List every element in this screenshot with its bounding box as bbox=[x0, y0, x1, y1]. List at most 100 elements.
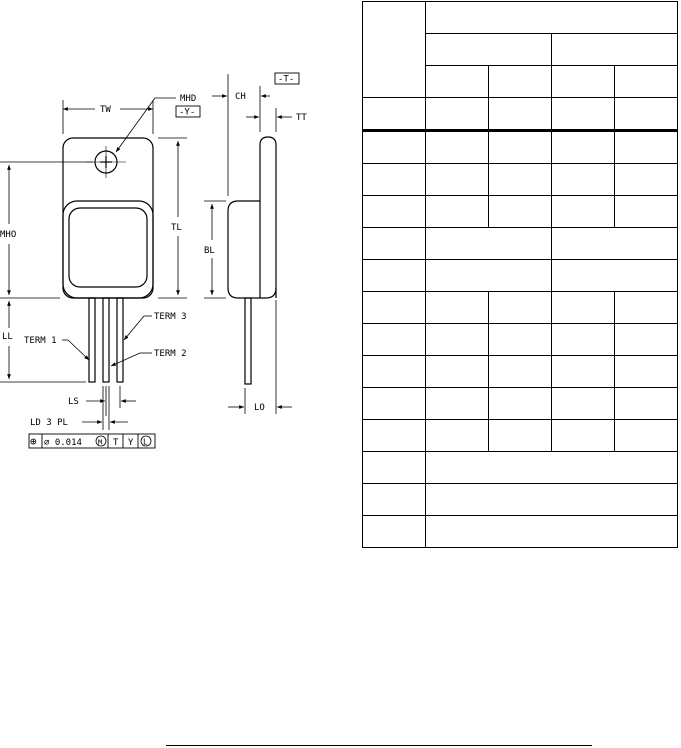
table-cell bbox=[362, 355, 426, 388]
table-cell bbox=[425, 419, 489, 452]
table-cell bbox=[551, 419, 615, 452]
footer-rule bbox=[166, 745, 592, 746]
table-cell bbox=[551, 323, 615, 356]
label-lo: LO bbox=[254, 403, 265, 413]
table-cell bbox=[362, 130, 426, 164]
label-ch: CH bbox=[235, 92, 246, 102]
table-cell bbox=[551, 195, 615, 228]
table-cell bbox=[551, 355, 615, 388]
table-cell bbox=[614, 195, 678, 228]
table-cell bbox=[614, 65, 678, 98]
table-cell bbox=[551, 291, 615, 324]
table-cell bbox=[362, 195, 426, 228]
table-cell bbox=[488, 419, 552, 452]
label-tt: TT bbox=[296, 113, 307, 123]
label-term3: TERM 3 bbox=[154, 312, 187, 322]
table-row bbox=[362, 1, 678, 98]
label-term1: TERM 1 bbox=[24, 336, 57, 346]
fcf-tolerance: ⌀ 0.014 bbox=[44, 438, 82, 448]
side-body bbox=[227, 200, 277, 299]
table-cell bbox=[425, 227, 552, 260]
table-cell bbox=[551, 97, 615, 132]
table-row bbox=[362, 195, 678, 228]
table-cell bbox=[614, 97, 678, 132]
table-cell bbox=[425, 451, 678, 484]
table-row bbox=[362, 355, 678, 388]
table-cell bbox=[425, 65, 489, 98]
table-cell bbox=[362, 419, 426, 452]
table-cell bbox=[362, 227, 426, 260]
label-tl: TL bbox=[171, 223, 182, 233]
table-row bbox=[362, 515, 678, 548]
table-cell bbox=[362, 515, 426, 548]
leads bbox=[88, 297, 124, 383]
table-row bbox=[362, 227, 678, 260]
label-bl: BL bbox=[204, 246, 215, 256]
table-cell bbox=[488, 323, 552, 356]
table-cell bbox=[362, 323, 426, 356]
table-cell bbox=[425, 1, 678, 34]
table-row bbox=[362, 259, 678, 292]
table-cell bbox=[362, 259, 426, 292]
label-mhd: MHD bbox=[180, 94, 196, 104]
table-cell bbox=[488, 387, 552, 420]
datum-y-box bbox=[175, 105, 201, 118]
datum-t-box bbox=[274, 72, 300, 85]
table-cell bbox=[551, 130, 615, 164]
table-cell bbox=[488, 195, 552, 228]
table-cell bbox=[425, 483, 678, 516]
table-cell bbox=[614, 163, 678, 196]
table-cell bbox=[425, 97, 489, 132]
table-row bbox=[363, 65, 678, 98]
table-cell bbox=[551, 259, 678, 292]
table-cell bbox=[614, 130, 678, 164]
table-cell bbox=[425, 163, 489, 196]
table-cell bbox=[488, 65, 552, 98]
table-cell bbox=[425, 515, 678, 548]
table-cell bbox=[362, 1, 426, 98]
table-cell bbox=[614, 355, 678, 388]
dimension-table bbox=[362, 1, 678, 548]
feature-control-frame: ⊕ ⌀ 0.014 M T Y L bbox=[28, 433, 156, 449]
table-cell bbox=[425, 259, 552, 292]
table-row bbox=[362, 97, 678, 132]
table-cell bbox=[488, 291, 552, 324]
fcf-modifier: M bbox=[98, 439, 102, 447]
body-outer bbox=[62, 200, 154, 299]
table-cell bbox=[614, 387, 678, 420]
table-cell bbox=[551, 33, 678, 66]
table-cell bbox=[614, 419, 678, 452]
fcf-datum-2: Y bbox=[128, 438, 134, 448]
table-cell bbox=[425, 130, 489, 164]
fcf-datum-1: T bbox=[113, 438, 119, 448]
label-ld: LD 3 PL bbox=[30, 418, 68, 428]
table-cell bbox=[551, 163, 615, 196]
label-datum-y: -Y- bbox=[179, 108, 195, 118]
table-row bbox=[362, 130, 678, 164]
table-row bbox=[362, 163, 678, 196]
table-cell bbox=[551, 387, 615, 420]
table-row bbox=[362, 323, 678, 356]
label-mho: MHO bbox=[0, 230, 16, 240]
table-cell bbox=[362, 451, 426, 484]
table-cell bbox=[425, 33, 552, 66]
side-dimensions bbox=[204, 74, 292, 414]
package-outline-drawing: TW MHD -Y- MHO TL LL TERM 1 TERM 3 TERM … bbox=[0, 72, 307, 449]
table-row bbox=[362, 387, 678, 420]
label-ls: LS bbox=[68, 397, 79, 407]
table-row bbox=[362, 451, 678, 484]
table-cell bbox=[362, 163, 426, 196]
table-cell bbox=[425, 195, 489, 228]
fcf-position-symbol: ⊕ bbox=[30, 435, 37, 448]
table-cell bbox=[551, 65, 615, 98]
label-ll: LL bbox=[2, 332, 13, 342]
front-view bbox=[62, 137, 154, 383]
table-row bbox=[362, 483, 678, 516]
label-datum-t: -T- bbox=[278, 75, 294, 85]
table-cell bbox=[362, 291, 426, 324]
side-tab bbox=[259, 136, 277, 298]
table-row bbox=[362, 419, 678, 452]
side-lead bbox=[244, 297, 252, 385]
label-term2: TERM 2 bbox=[154, 349, 187, 359]
table-cell bbox=[362, 483, 426, 516]
